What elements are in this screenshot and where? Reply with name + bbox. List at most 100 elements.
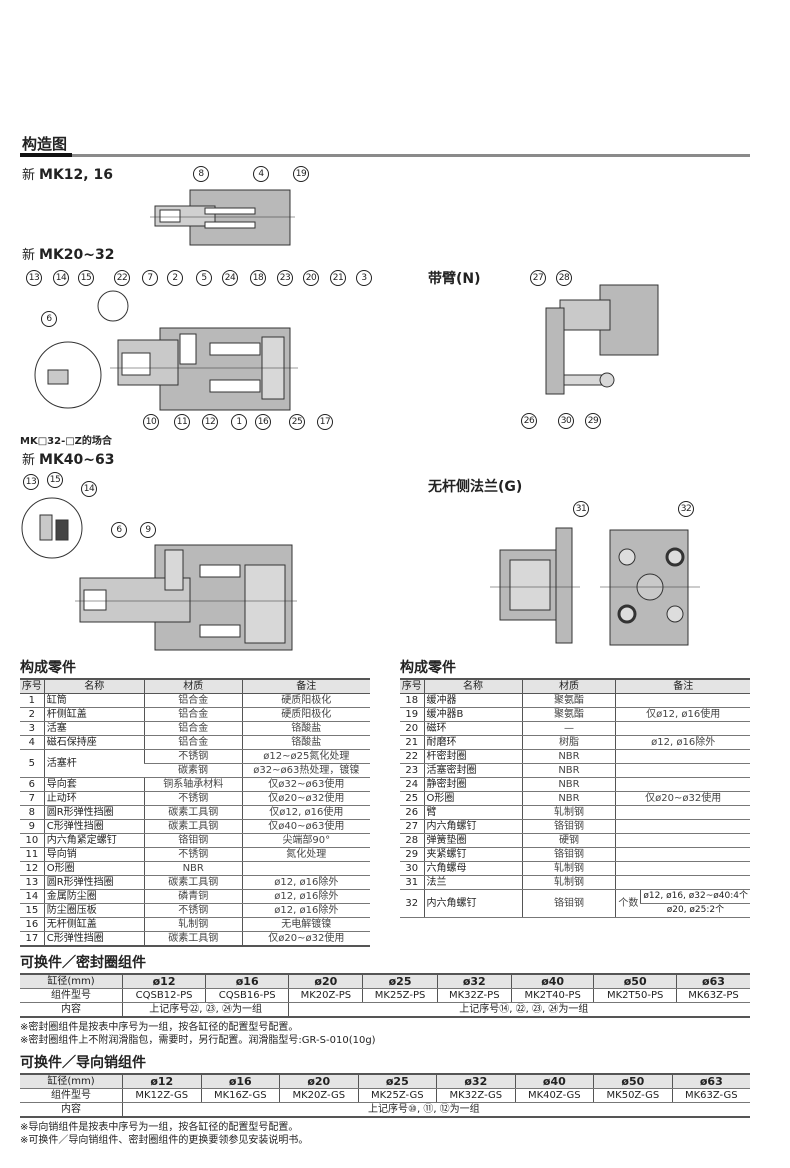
guide-kit-note: ※导向销组件是按表中序号为一组，按各缸径的配置型号配置。 [20,1122,299,1133]
flange-heading: 无杆侧法兰(G) [428,479,523,495]
new-tag: 新 [22,168,36,183]
part-material: 不锈钢 [143,749,243,764]
part-material: 碳素钢 [144,763,243,778]
part-callout: 9 [140,522,156,538]
part-number: 32 [400,889,425,918]
part-name: O形圈 [43,861,145,876]
part-material: 轧制钢 [143,917,243,932]
part-note [615,861,750,876]
part-note: 铬酸盐 [241,735,370,750]
quantity-note: ø20, ø25:2个 [666,905,725,915]
part-material: — [521,721,616,736]
part-name: 磁环 [423,721,523,736]
column-header: 材质 [521,678,616,694]
part-callout: 23 [277,270,293,286]
part-callout: 2 [167,270,183,286]
part-note: 仅ø20~ø32使用 [615,791,750,806]
kit-model: MK2T40-PS [510,988,594,1003]
kit-model: MK32Z-GS [436,1088,516,1103]
part-note: 仅ø20~ø32使用 [241,931,370,947]
mk40-title: MK40~63 [39,452,115,468]
part-callout: 25 [289,414,305,430]
part-number: 19 [400,707,425,722]
part-note [615,721,750,736]
part-material: 铜系轴承材料 [143,777,243,792]
part-note: 仅ø32~ø63使用 [241,777,370,792]
part-name: 圆R形弹性挡圈 [43,805,145,820]
part-material: NBR [521,791,616,806]
column-header: 序号 [400,678,425,694]
bore-size: ø32 [436,1073,516,1089]
part-name: 夹紧螺钉 [423,847,523,862]
column-header: 序号 [20,678,45,694]
part-callout: 18 [250,270,266,286]
part-number: 9 [20,819,45,834]
arm-drawing [545,284,659,395]
part-callout: 8 [193,166,209,182]
guide-kit-note: ※可换件／导向销组件、密封圈组件的更换要领参见安装说明书。 [20,1135,309,1146]
part-name: 导向套 [43,777,145,792]
seal-kit-notes: ※密封圈组件是按表中序号为一组，按各缸径的配置型号配置。 ※密封圈组件上不附润滑… [20,1021,750,1047]
bore-size: ø32 [436,973,512,989]
part-number: 31 [400,875,425,890]
part-material: NBR [143,861,243,876]
part-number: 2 [20,707,45,722]
seal-kit-title: 可换件／密封圈组件 [20,955,146,971]
part-name: 导向销 [43,847,145,862]
seal-kit-note: ※密封圈组件上不附润滑脂包，需要时，另行配置。润滑脂型号:GR-S-010(10… [20,1035,376,1046]
kit-model: MK2T50-PS [593,988,677,1003]
part-number: 5 [20,749,45,778]
kit-model: MK50Z-GS [593,1088,673,1103]
part-material: 铝合金 [143,721,243,736]
kit-model: MK63Z-GS [671,1088,750,1103]
part-name: 防尘圈压板 [43,903,145,918]
part-name: 活塞 [43,721,145,736]
part-number: 16 [20,917,45,932]
part-note: 氮化处理 [241,847,370,862]
part-material: 铝合金 [143,735,243,750]
quantity-label: 个数 [618,898,639,909]
part-material: 轧制钢 [521,805,616,820]
part-callout: 12 [202,414,218,430]
contents-row: 内容上记序号㉒, ㉓, ㉔为一组上记序号⑭, ㉒, ㉓, ㉔为一组 [20,1002,750,1018]
part-note [241,861,370,876]
part-material: 轧制钢 [521,875,616,890]
part-material: 铬钼钢 [143,833,243,848]
part-material: 碳素工具钢 [143,805,243,820]
part-material: 轧制钢 [521,861,616,876]
part-number: 23 [400,763,425,778]
bore-size: ø63 [671,1073,750,1089]
row-label: 缸径(mm) [20,973,123,989]
part-number: 29 [400,847,425,862]
parts-title-left: 构成零件 [20,660,76,676]
part-material: 聚氨酯 [521,707,616,722]
part-name: 活塞杆 [43,749,145,778]
part-callout: 22 [114,270,130,286]
part-material: 碳素工具钢 [143,875,243,890]
part-name: 杆侧缸盖 [43,707,145,722]
part-callout: 15 [78,270,94,286]
part-number: 1 [20,693,45,708]
part-number: 11 [20,847,45,862]
kit-contents: 上记序号㉒, ㉓, ㉔为一组 [121,1002,289,1018]
